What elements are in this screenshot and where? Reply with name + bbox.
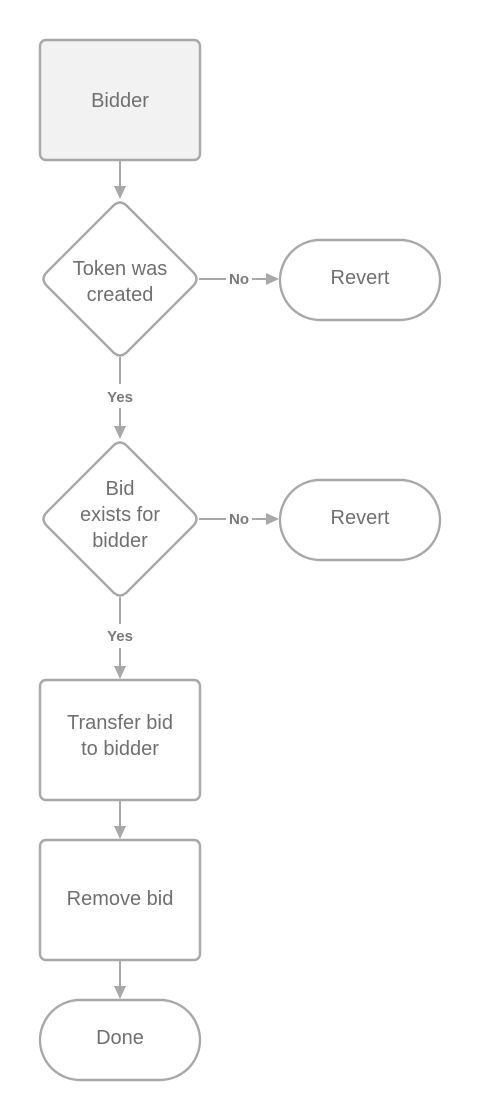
- node-bidder: Bidder: [38, 38, 202, 162]
- decision-bid-label-line3: bidder: [92, 530, 148, 552]
- edge-label-yes: Yes: [107, 389, 133, 406]
- process-transfer-bid: Transfer bid to bidder: [38, 678, 202, 802]
- terminal-done-label: Done: [96, 1027, 144, 1049]
- decision-bid-label-line1: Bid: [106, 478, 135, 500]
- process-remove-bid: Remove bid: [38, 838, 202, 962]
- decision-bid-exists: Bid exists for bidder: [42, 441, 198, 597]
- edge-bidder-to-token-check: [114, 160, 126, 199]
- decision-token-label-line1: Token was: [73, 258, 168, 280]
- edge-token-no: No: [199, 271, 279, 288]
- terminal-revert-label: Revert: [331, 267, 390, 289]
- edge-bid-no: No: [199, 511, 279, 528]
- terminal-revert-2: Revert: [278, 478, 442, 562]
- terminal-done: Done: [38, 998, 202, 1082]
- edge-label-no: No: [229, 271, 249, 288]
- edge-transfer-to-remove: [114, 800, 126, 839]
- terminal-revert-1: Revert: [278, 238, 442, 322]
- decision-token-created: Token was created: [42, 201, 198, 357]
- edge-bid-yes: Yes: [107, 597, 133, 679]
- process-remove-label: Remove bid: [67, 888, 174, 910]
- edge-token-yes: Yes: [107, 357, 133, 439]
- edge-label-no: No: [229, 511, 249, 528]
- process-transfer-label-line1: Transfer bid: [67, 712, 173, 734]
- node-bidder-label: Bidder: [91, 90, 149, 112]
- terminal-revert-label: Revert: [331, 507, 390, 529]
- process-transfer-label-line2: to bidder: [81, 738, 159, 760]
- edge-label-yes: Yes: [107, 628, 133, 645]
- decision-bid-label-line2: exists for: [80, 504, 160, 526]
- decision-token-label-line2: created: [87, 284, 154, 306]
- edge-remove-to-done: [114, 960, 126, 999]
